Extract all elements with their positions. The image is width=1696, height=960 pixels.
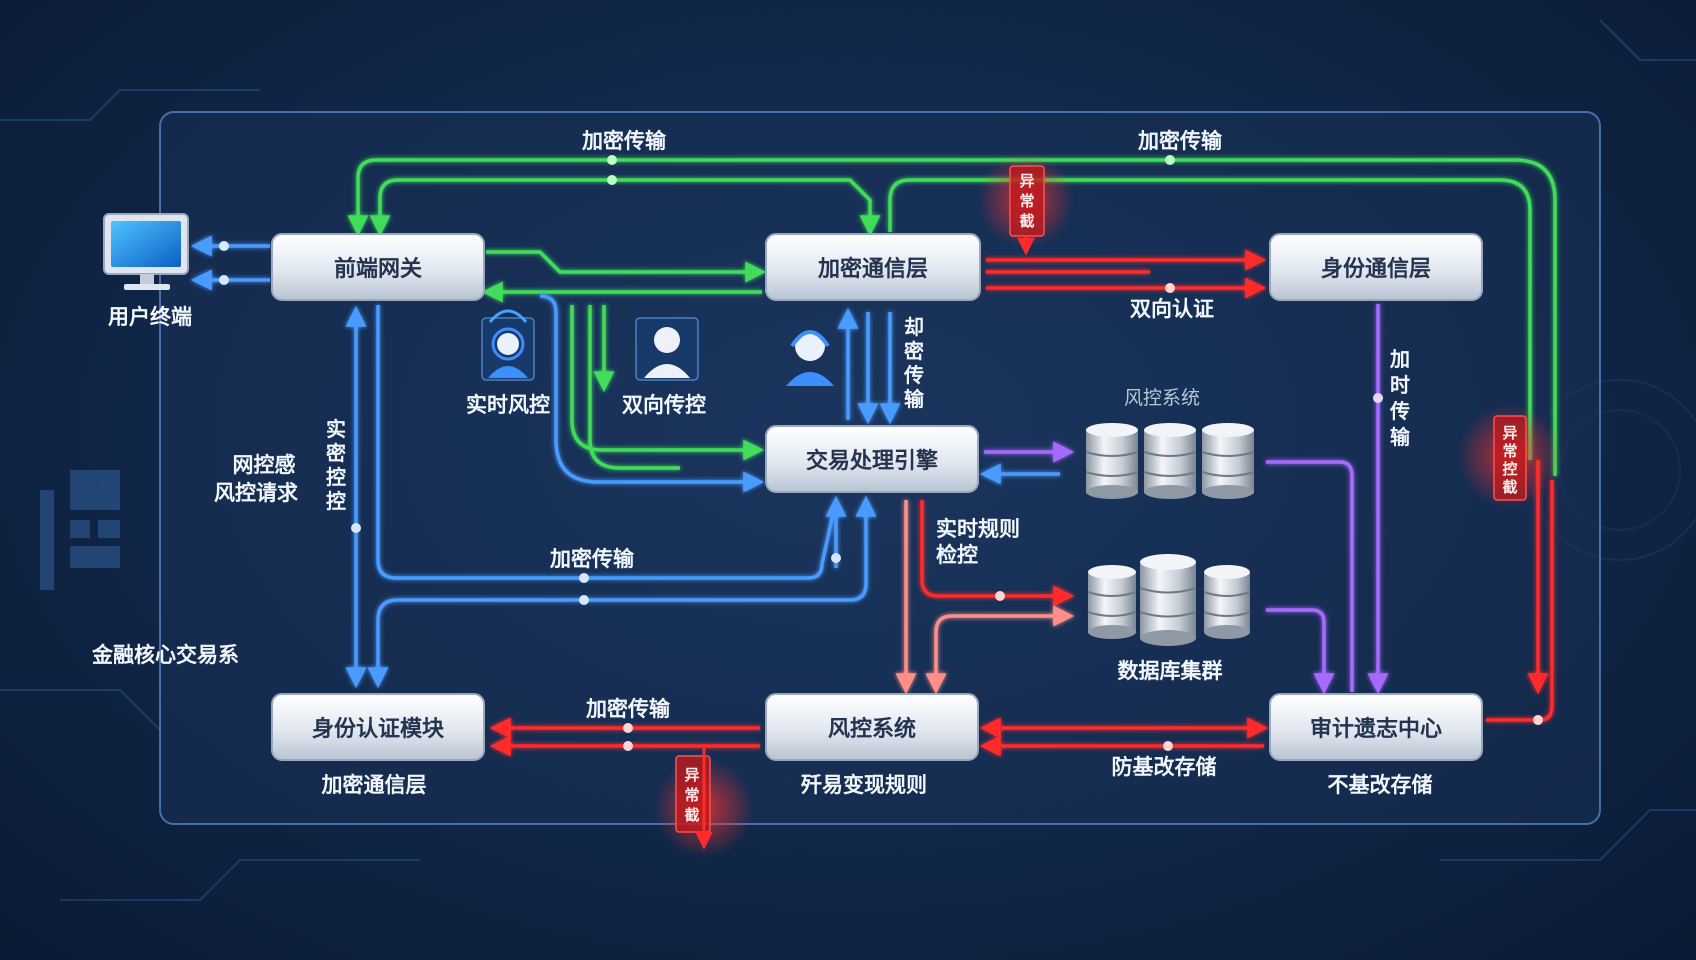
vertical-label-realtime-check-char-4: 控 [326, 489, 346, 513]
alert-bottom-char-2: 常 [684, 786, 699, 804]
vertical-label-realtime-check-char-1: 实 [326, 417, 346, 441]
database-icon [1085, 423, 1139, 499]
node-identity-layer[interactable]: 身份通信层 [1269, 233, 1483, 301]
alert-top: 异 常 截 [978, 152, 1074, 256]
vertical-label-enc-transfer-char-4: 输 [904, 387, 925, 411]
alert-top-char-3: 截 [1019, 212, 1034, 230]
vertical-label-realtime-check-char-3: 控 [326, 465, 346, 489]
alert-right-char-2: 常 [1502, 442, 1517, 460]
sub-label-risk-system: 歼易变现规则 [800, 773, 927, 797]
vertical-label-realtime-check-char-2: 密 [326, 441, 346, 465]
vertical-label-realtime-check: 实 密 控 控 [326, 417, 346, 513]
realtime-risk-label: 实时风控 [466, 393, 550, 417]
database-icon [1087, 565, 1137, 639]
node-identity-layer-label: 身份通信层 [1321, 256, 1431, 282]
label-risk-request-2: 风控请求 [214, 481, 298, 505]
label-enc-top-left: 加密传输 [581, 129, 667, 153]
vertical-label-enc-transfer-char-3: 传 [903, 363, 924, 387]
alert-top-char-1: 异 [1019, 172, 1034, 190]
node-audit-center-label: 审计遗志中心 [1310, 716, 1442, 742]
node-crypto-layer[interactable]: 加密通信层 [765, 233, 981, 301]
label-risk-system-db: 风控系统 [1124, 387, 1200, 409]
vertical-label-enc-transfer: 却 密 传 输 [903, 315, 925, 411]
sub-label-audit: 不基改存储 [1328, 773, 1433, 797]
label-tamper-proof: 防基改存储 [1112, 755, 1217, 779]
user-avatar-icon [635, 317, 699, 381]
node-gateway-label: 前端网关 [334, 256, 422, 282]
node-risk-system-label: 风控系统 [828, 716, 916, 742]
vertical-label-add-transfer-char-1: 加 [1389, 347, 1410, 371]
label-realtime-rules-2: 检控 [936, 543, 978, 567]
label-risk-request-1: 网控感 [233, 453, 296, 477]
alert-top-char-2: 常 [1019, 192, 1034, 210]
red-links [489, 249, 1554, 757]
monitor-icon[interactable] [103, 213, 189, 290]
vertical-label-add-transfer: 加 时 传 输 [1389, 347, 1411, 449]
purple-links [984, 304, 1389, 695]
label-realtime-rules-1: 实时规则 [936, 517, 1020, 541]
green-link-dots [607, 155, 1175, 185]
support-agent-icon [786, 330, 834, 386]
node-identity-module-label: 身份认证模块 [312, 716, 445, 742]
vertical-label-enc-transfer-char-1: 却 [904, 315, 924, 339]
bidirectional-label: 双向传控 [622, 393, 706, 417]
salmon-links [895, 500, 1075, 695]
alert-right-char-4: 截 [1502, 478, 1517, 496]
sub-label-identity-module: 加密通信层 [321, 773, 427, 797]
vertical-label-enc-transfer-char-2: 密 [904, 339, 924, 363]
vertical-label-add-transfer-char-4: 输 [1390, 425, 1411, 449]
node-gateway[interactable]: 前端网关 [271, 233, 485, 301]
node-identity-module[interactable]: 身份认证模块 [271, 693, 485, 761]
database-icon [1143, 423, 1197, 499]
node-audit-center[interactable]: 审计遗志中心 [1269, 693, 1483, 761]
alert-right-char-1: 异 [1502, 424, 1517, 442]
label-enc-middle: 加密传输 [549, 547, 635, 571]
purple-link-dot [1373, 393, 1383, 403]
database-icon [1203, 565, 1251, 639]
red-link-dots [623, 283, 1543, 751]
blue-links [190, 235, 1060, 689]
system-name-label: 金融核心交易系 [91, 643, 239, 667]
database-icon [1201, 423, 1255, 499]
green-links [347, 158, 1557, 476]
vertical-label-add-transfer-char-2: 时 [1390, 373, 1410, 397]
alert-bottom: 异 常 截 [654, 746, 754, 858]
label-db-cluster: 数据库集群 [1118, 659, 1223, 683]
alert-bottom-char-3: 截 [684, 806, 699, 824]
agent-headset-icon [481, 309, 535, 381]
alert-right: 异 常 控 截 [1458, 404, 1562, 508]
blue-link-dots [219, 241, 841, 605]
node-engine[interactable]: 交易处理引擎 [765, 425, 979, 493]
side-bars-decoration [40, 470, 120, 590]
alert-bottom-char-1: 异 [684, 766, 699, 784]
label-enc-top-right: 加密传输 [1137, 129, 1223, 153]
node-risk-system[interactable]: 风控系统 [765, 693, 979, 761]
node-engine-label: 交易处理引擎 [806, 448, 938, 474]
alert-right-char-3: 控 [1502, 460, 1517, 478]
label-mutual-auth: 双向认证 [1130, 297, 1214, 321]
user-terminal-label: 用户终端 [108, 305, 192, 329]
node-crypto-layer-label: 加密通信层 [817, 256, 928, 282]
label-enc-bottom: 加密传输 [585, 697, 671, 721]
vertical-label-add-transfer-char-3: 传 [1389, 399, 1410, 423]
database-icon [1139, 554, 1197, 646]
